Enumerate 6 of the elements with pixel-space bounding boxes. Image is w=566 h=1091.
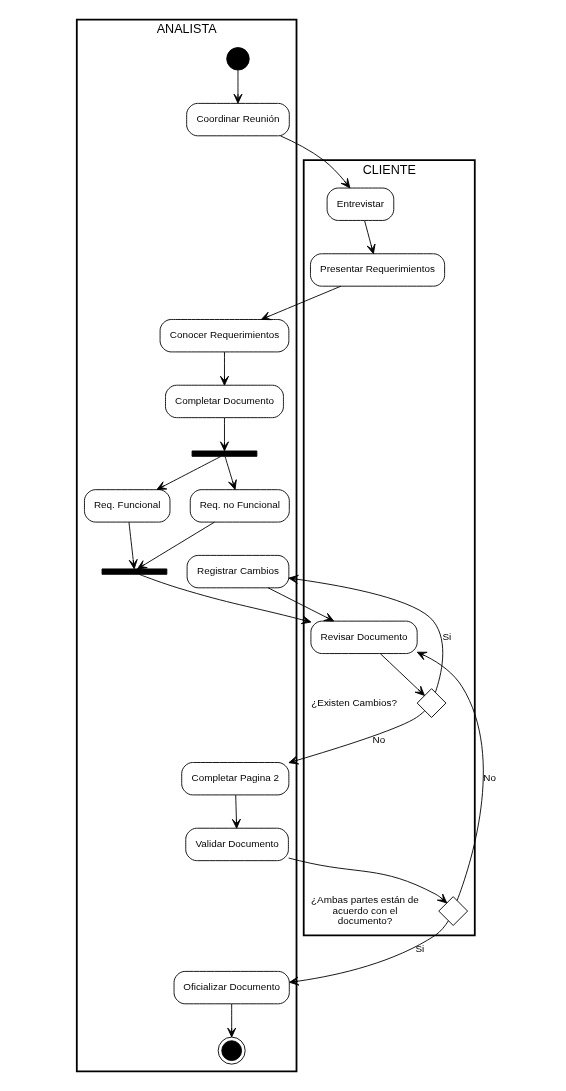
edge-label: Si xyxy=(442,630,452,642)
node-label: ¿Ambas partes están de acuerdo con el documento? xyxy=(311,893,419,927)
node-label: ¿Existen Cambios? xyxy=(311,696,398,708)
edge-label: No xyxy=(372,734,386,746)
edge-label: No xyxy=(483,772,496,784)
edge-label: Si xyxy=(415,943,425,955)
